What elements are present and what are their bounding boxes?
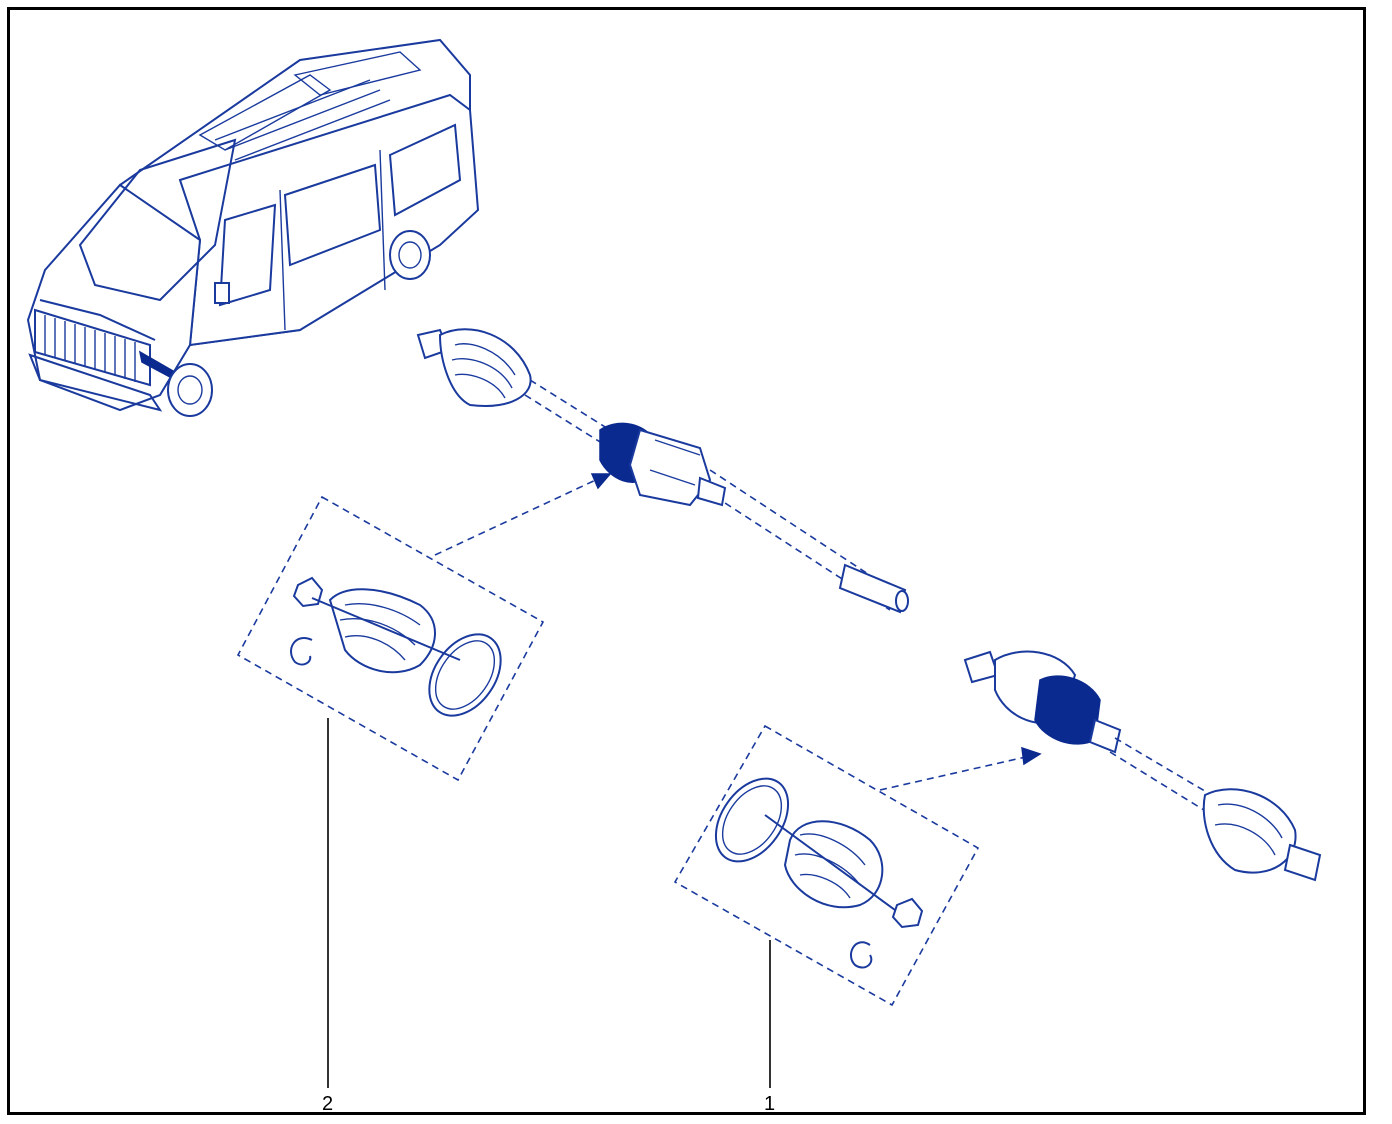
callout-1: 1 bbox=[764, 1093, 776, 1115]
kit-2-boot-kit bbox=[236, 495, 545, 782]
diagram-frame bbox=[7, 7, 1366, 1115]
kit-1-boot-kit bbox=[673, 724, 980, 1007]
driveshaft-left bbox=[416, 328, 909, 614]
van-illustration bbox=[26, 38, 480, 417]
callout-2: 2 bbox=[322, 1093, 334, 1115]
driveshaft-right bbox=[879, 650, 1322, 882]
